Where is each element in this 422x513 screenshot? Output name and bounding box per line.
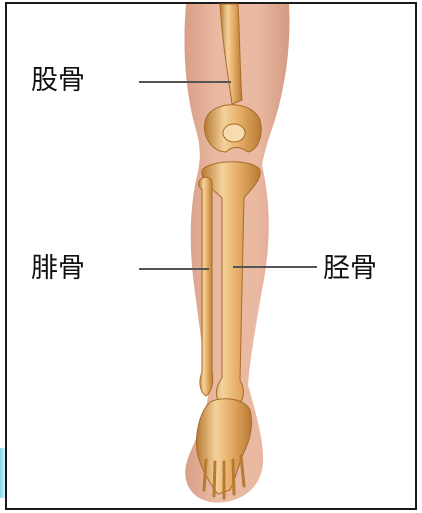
foot-bones xyxy=(197,399,252,498)
edge-decoration xyxy=(0,448,5,498)
tibia-label: 胫骨 xyxy=(323,255,377,282)
femur-label: 股骨 xyxy=(31,67,85,94)
femur-leader-line xyxy=(139,81,231,83)
fibula-label: 腓骨 xyxy=(31,255,85,282)
tibia-leader-line xyxy=(233,266,317,268)
fibula-leader-line xyxy=(139,268,209,270)
